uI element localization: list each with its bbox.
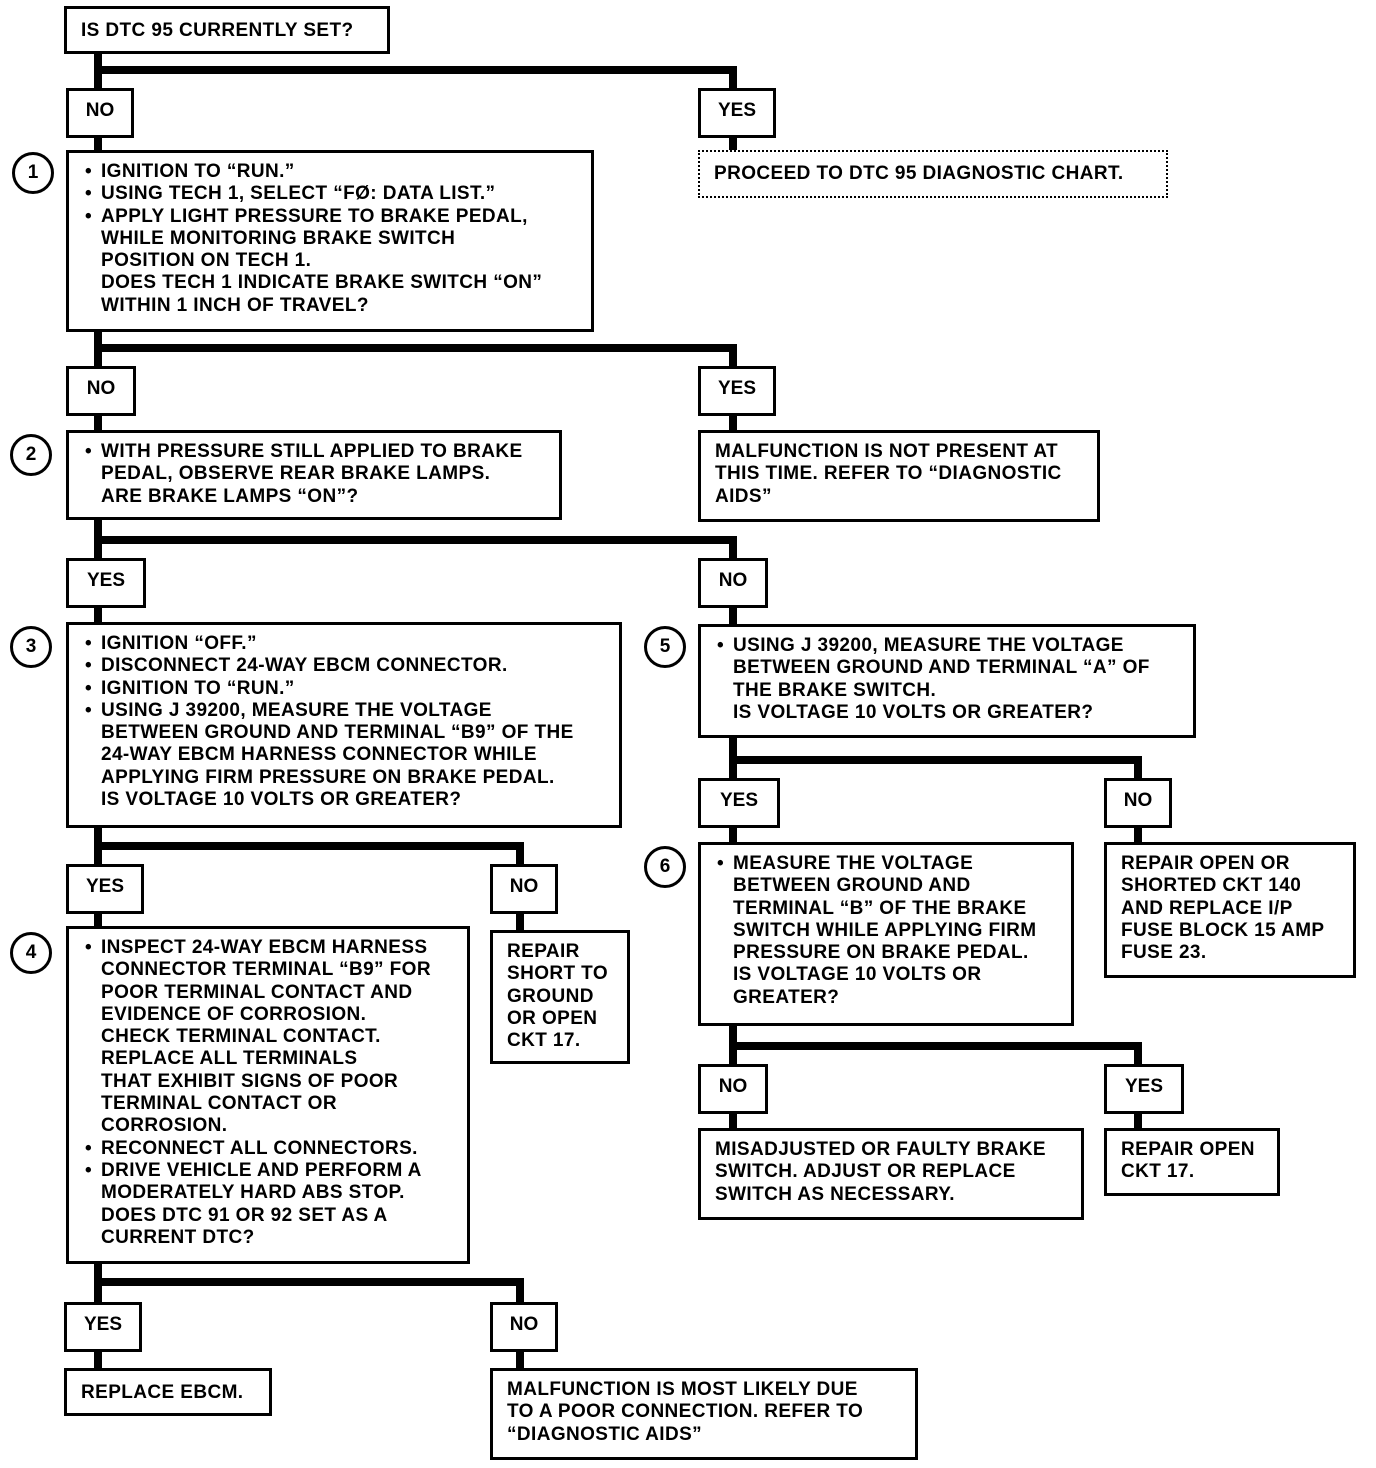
q1-yes-result-box: PROCEED TO DTC 95 DIAGNOSTIC CHART. <box>698 150 1168 198</box>
step5-bullet: USING J 39200, MEASURE THE VOLTAGE BETWE… <box>715 635 1183 702</box>
step6-no-label: NO <box>698 1064 768 1114</box>
step3-bullet: IGNITION “OFF.” <box>83 633 609 656</box>
step4-no-result-box: MALFUNCTION IS MOST LIKELY DUE TO A POOR… <box>490 1368 918 1460</box>
q1-no-label: NO <box>66 88 134 138</box>
step5-no-result-box: REPAIR OPEN OR SHORTED CKT 140 AND REPLA… <box>1104 842 1356 978</box>
step1-box: IGNITION TO “RUN.” USING TECH 1, SELECT … <box>66 150 594 332</box>
step1-bullet: IGNITION TO “RUN.” <box>83 161 581 184</box>
step1-question: DOES TECH 1 INDICATE BRAKE SWITCH “ON” W… <box>101 272 543 316</box>
start-question-text: IS DTC 95 CURRENTLY SET? <box>81 20 354 41</box>
step5-no-label: NO <box>1104 778 1172 828</box>
start-question-box: IS DTC 95 CURRENTLY SET? <box>64 6 390 54</box>
step6-yes-result-box: REPAIR OPEN CKT 17. <box>1104 1128 1280 1196</box>
step3-no-label: NO <box>490 864 558 914</box>
q1-yes-result-text: PROCEED TO DTC 95 DIAGNOSTIC CHART. <box>714 163 1124 184</box>
step6-number-circle: 6 <box>644 846 686 888</box>
connector-start <box>94 48 737 92</box>
step1-no-label: NO <box>66 366 136 416</box>
step3-bullet: USING J 39200, MEASURE THE VOLTAGE BETWE… <box>83 700 609 789</box>
step1-yes-label: YES <box>698 366 776 416</box>
step6-yes-label: YES <box>1104 1064 1184 1114</box>
step3-box: IGNITION “OFF.” DISCONNECT 24-WAY EBCM C… <box>66 622 622 828</box>
step4-yes-result-box: REPLACE EBCM. <box>64 1368 272 1416</box>
step2-number-circle: 2 <box>10 434 52 476</box>
step3-question: IS VOLTAGE 10 VOLTS OR GREATER? <box>101 789 462 811</box>
step6-box: MEASURE THE VOLTAGE BETWEEN GROUND AND T… <box>698 842 1074 1026</box>
step2-bullet: WITH PRESSURE STILL APPLIED TO BRAKE PED… <box>83 441 549 486</box>
step4-bullet: DRIVE VEHICLE AND PERFORM A MODERATELY H… <box>83 1160 457 1205</box>
step1-bullet: APPLY LIGHT PRESSURE TO BRAKE PEDAL, WHI… <box>83 206 581 273</box>
step3-number-circle: 3 <box>10 626 52 668</box>
step6-bullet: MEASURE THE VOLTAGE BETWEEN GROUND AND T… <box>715 853 1061 964</box>
step3-bullet: DISCONNECT 24-WAY EBCM CONNECTOR. <box>83 655 609 678</box>
connector-step2 <box>94 516 737 562</box>
step4-no-label: NO <box>490 1302 558 1352</box>
step2-yes-label: YES <box>66 558 146 608</box>
connector-step4 <box>94 1260 524 1306</box>
step4-box: INSPECT 24-WAY EBCM HARNESS CONNECTOR TE… <box>66 926 470 1264</box>
step2-question: ARE BRAKE LAMPS “ON”? <box>101 485 359 507</box>
step4-number-circle: 4 <box>10 932 52 974</box>
step6-no-result-box: MISADJUSTED OR FAULTY BRAKE SWITCH. ADJU… <box>698 1128 1084 1220</box>
connector-step6 <box>729 1022 1142 1068</box>
step6-question: IS VOLTAGE 10 VOLTS OR GREATER? <box>733 964 982 1008</box>
step5-box: USING J 39200, MEASURE THE VOLTAGE BETWE… <box>698 624 1196 738</box>
step5-question: IS VOLTAGE 10 VOLTS OR GREATER? <box>733 701 1094 723</box>
step1-bullet: USING TECH 1, SELECT “FØ: DATA LIST.” <box>83 183 581 206</box>
step4-question: DOES DTC 91 OR 92 SET AS A CURRENT DTC? <box>101 1204 388 1248</box>
connector-step3 <box>94 824 524 868</box>
step5-number-circle: 5 <box>644 626 686 668</box>
step4-yes-label: YES <box>64 1302 142 1352</box>
step1-number-circle: 1 <box>12 152 54 194</box>
step1-yes-result-box: MALFUNCTION IS NOT PRESENT AT THIS TIME.… <box>698 430 1100 522</box>
q1-yes-label: YES <box>698 88 776 138</box>
step2-box: WITH PRESSURE STILL APPLIED TO BRAKE PED… <box>66 430 562 520</box>
connector-step1 <box>94 326 737 370</box>
step3-no-result-box: REPAIR SHORT TO GROUND OR OPEN CKT 17. <box>490 930 630 1064</box>
step3-bullet: IGNITION TO “RUN.” <box>83 678 609 701</box>
step4-bullet: RECONNECT ALL CONNECTORS. <box>83 1138 457 1161</box>
step3-yes-label: YES <box>66 864 144 914</box>
step5-yes-label: YES <box>698 778 780 828</box>
step2-no-label: NO <box>698 558 768 608</box>
connector-step5 <box>729 734 1142 782</box>
step4-bullet: INSPECT 24-WAY EBCM HARNESS CONNECTOR TE… <box>83 937 457 1138</box>
